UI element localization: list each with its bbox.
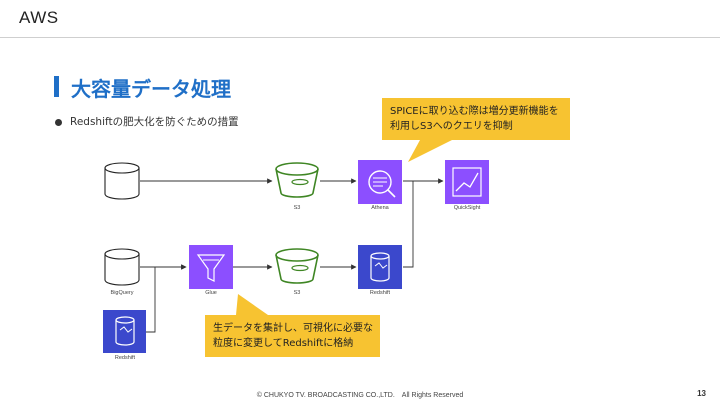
page-number: 13: [697, 389, 706, 398]
arrow-redshift-to-quicksight: [403, 181, 414, 268]
node-label-redshift-mid: Redshift: [369, 290, 391, 296]
redshift-icon: [103, 310, 146, 353]
athena-icon: [358, 160, 402, 204]
redshift-icon: [358, 245, 402, 289]
glue-icon: [189, 245, 233, 289]
section-title: 大容量データ処理: [71, 77, 231, 101]
bigquery-database-icon: [104, 248, 140, 286]
bullet-text: Redshiftの肥大化を防ぐための措置: [70, 116, 239, 128]
quicksight-icon: [445, 160, 489, 204]
s3-bucket-icon: [275, 248, 319, 284]
callout-bottom-shape: [205, 294, 380, 357]
page-header-title: AWS: [19, 8, 59, 27]
node-label-s3-bottom: S3: [293, 290, 301, 296]
arrow-redshift-to-glue: [141, 264, 187, 333]
node-label-quicksight: QuickSight: [453, 205, 481, 211]
connectors: [140, 178, 444, 333]
s3-bucket-icon: [275, 162, 319, 198]
bullet-dot: [55, 119, 62, 126]
node-label-bigquery: BigQuery: [110, 290, 134, 296]
header-divider: [0, 37, 720, 38]
database-icon: [104, 162, 140, 200]
section-accent-bar: [54, 76, 59, 97]
node-label-glue: Glue: [205, 290, 217, 296]
footer-copyright: © CHUKYO TV. BROADCASTING CO.,LTD. All R…: [256, 392, 464, 399]
node-label-redshift-bottom: Redshift: [114, 355, 136, 361]
callout-bottom-text: 生データを集計し、可視化に必要な粒度に変更してRedshiftに格納: [213, 323, 373, 349]
callout-top-text: SPICEに取り込む際は増分更新機能を利用しS3へのクエリを抑制: [390, 106, 559, 132]
callout-top-shape: [382, 98, 570, 162]
node-label-athena: Athena: [371, 205, 389, 211]
node-label-s3-top: S3: [293, 205, 301, 211]
